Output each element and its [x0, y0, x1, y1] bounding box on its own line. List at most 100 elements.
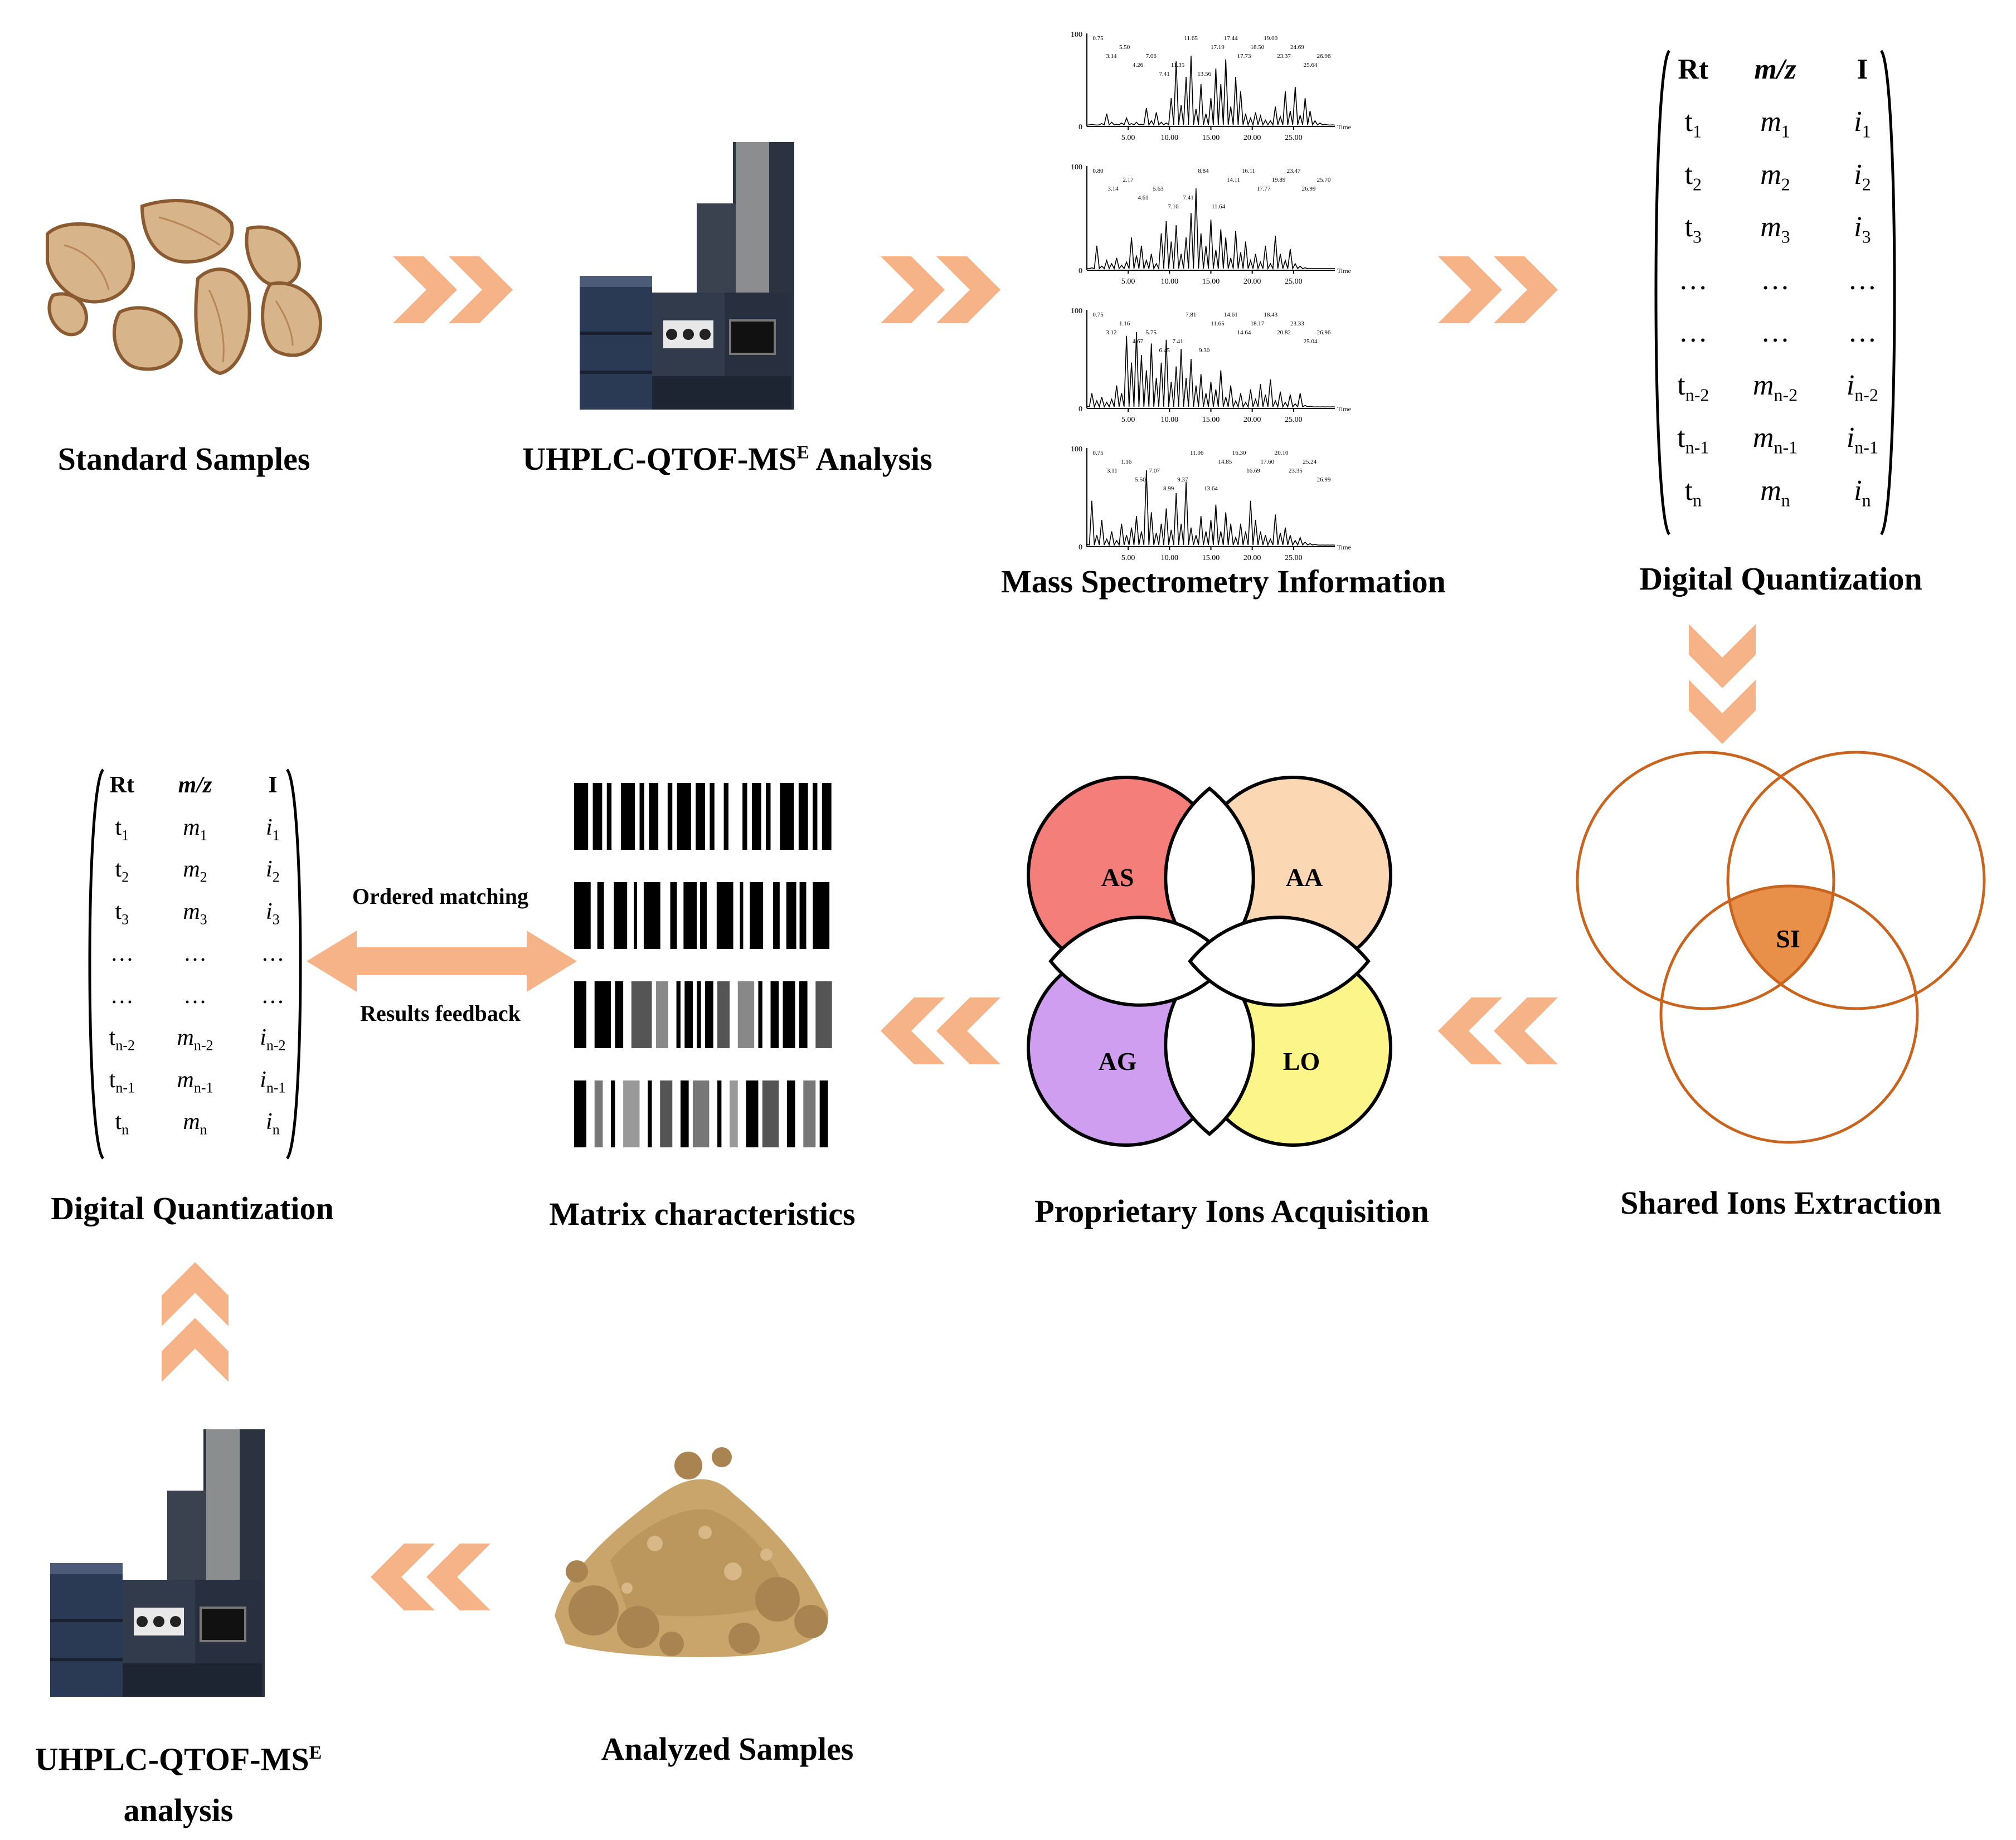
- barcode-bar: [780, 783, 794, 850]
- chrom-x-tick-label: 20.00: [1243, 416, 1261, 424]
- barcode-bar: [723, 783, 728, 850]
- chrom-peak-label: 14.85: [1218, 459, 1232, 465]
- chrom-peak-label: 20.82: [1277, 329, 1291, 336]
- chrom-peak-label: 0.75: [1092, 311, 1104, 318]
- chrom-peak-label: 11.35: [1171, 62, 1185, 69]
- uhplc-label-bottom-line2: analysis: [123, 1792, 234, 1829]
- matrix-cell: mn-1: [1752, 422, 1798, 457]
- barcode-bar: [594, 981, 611, 1048]
- chrom-x-tick-label: 25.00: [1285, 134, 1303, 142]
- matrix-header-1: Rt: [109, 772, 134, 798]
- matrix-cell: tn-2: [1677, 369, 1709, 405]
- barcode-bar: [705, 981, 713, 1048]
- barcode-bar: [798, 783, 808, 850]
- matrix-cell: m1: [1760, 106, 1790, 142]
- matrix-brackets: [88, 768, 302, 1160]
- shared-ions-label-caption: Shared Ions Extraction: [1620, 1185, 1941, 1221]
- arrow-uhplc-to-ms: [881, 256, 1000, 323]
- chrom-peak-label: 1.16: [1121, 459, 1132, 465]
- barcode-bar: [717, 1080, 722, 1147]
- barcode-bar: [819, 1080, 828, 1147]
- chrom-peak-label: 5.63: [1153, 186, 1164, 192]
- matrix-cell: tn-1: [1677, 422, 1709, 457]
- uhplc-label-top-suffix: Analysis: [809, 441, 932, 477]
- chrom-x-tick-label: 25.00: [1285, 554, 1303, 562]
- barcode-bar: [697, 981, 701, 1048]
- barcode-bar: [574, 981, 587, 1048]
- matrix-brackets: [1654, 50, 1896, 536]
- matrix-left-bracket: [88, 768, 105, 1160]
- barcode-bar: [700, 882, 707, 949]
- barcode-bar: [766, 783, 771, 850]
- matrix-cell: i1: [1854, 106, 1871, 142]
- barcode-bar: [655, 981, 668, 1048]
- matrix-header-1: Rt: [1678, 53, 1709, 85]
- uhplc-label-bottom-text: UHPLC-QTOF-MS: [35, 1741, 309, 1778]
- standard-samples-label: Standard Samples: [57, 441, 310, 477]
- matrix-cell: in-2: [260, 1025, 286, 1054]
- matrix-cell: …: [261, 982, 285, 1009]
- barcode-bar: [684, 981, 693, 1048]
- barcode-bar: [683, 882, 697, 949]
- chrom-peak-label: 7.07: [1149, 468, 1160, 474]
- matrix-barcodes: [574, 783, 836, 1147]
- matrix-cell: …: [110, 941, 134, 967]
- chrom-peak-label: 13.64: [1204, 485, 1218, 492]
- chrom-peak-label: 25.64: [1304, 62, 1318, 69]
- matrix-cell: …: [1848, 317, 1877, 349]
- chrom-peak-label: 26.99: [1317, 476, 1331, 483]
- barcode-bar: [773, 882, 780, 949]
- chrom-peak-label: 3.12: [1106, 329, 1116, 336]
- chrom-peak-label: 3.11: [1107, 468, 1118, 474]
- chrom-x-tick-label: 5.00: [1121, 278, 1135, 286]
- barcode-2: [574, 882, 830, 949]
- barcode-bar: [799, 981, 808, 1048]
- digital-quant-label-left: Digital Quantization: [51, 1190, 334, 1226]
- chrom-peak-label: 1.16: [1119, 320, 1130, 327]
- barcode-bar: [574, 1080, 587, 1147]
- matrix-cell: m2: [1760, 158, 1790, 194]
- matrix-right-bracket: [285, 768, 302, 1160]
- matrix-cell: t3: [1684, 211, 1702, 247]
- matrix-cell: i2: [266, 856, 280, 885]
- chrom-y-max-label: 100: [1071, 445, 1082, 454]
- chrom-peak-label: 11.06: [1190, 450, 1204, 456]
- chrom-peak-label: 23.33: [1290, 320, 1304, 327]
- matrix-cell: t1: [115, 814, 129, 843]
- chrom-y-zero-label: 0: [1079, 123, 1082, 132]
- matrix-left-bracket: [1654, 50, 1671, 536]
- proprietary-ions-label: Proprietary Ions Acquisition: [1034, 1193, 1429, 1229]
- results-feedback-label: Results feedback: [360, 1001, 521, 1026]
- chrom-x-tick-label: 15.00: [1202, 416, 1220, 424]
- digital-quant-label-top: Digital Quantization: [1639, 561, 1922, 597]
- analyzed-samples-label: Analyzed Samples: [601, 1731, 854, 1767]
- barcode-bar: [737, 981, 755, 1048]
- chrom-peak-label: 17.60: [1260, 459, 1274, 465]
- chrom-peak-label: 17.77: [1257, 186, 1271, 192]
- matrix-cell: mn-2: [1752, 369, 1798, 405]
- chrom-peak-label: 3.14: [1106, 53, 1117, 60]
- chrom-x-tick-label: 5.00: [1121, 416, 1135, 424]
- arrow-ms-to-quant: [1438, 256, 1558, 323]
- matrix-cell: in: [1854, 474, 1871, 510]
- venn4-overlaps: [1048, 786, 1371, 1136]
- barcode-bar: [799, 882, 807, 949]
- chrom-y-zero-label: 0: [1079, 405, 1082, 413]
- matrix-cell: tn: [1684, 474, 1702, 510]
- chrom-peak-label: 23.35: [1289, 468, 1303, 474]
- chrom-x-tick-label: 20.00: [1243, 134, 1261, 142]
- chrom-peak-label: 14.11: [1227, 177, 1240, 183]
- matrix-cell: …: [1848, 264, 1877, 296]
- chrom-peak-label: 8.99: [1163, 485, 1174, 492]
- chrom-peak-label: 7.10: [1168, 203, 1179, 210]
- barcode-bar: [574, 882, 591, 949]
- matrix-cell: in-1: [1846, 422, 1878, 457]
- barcode-3: [574, 981, 832, 1048]
- chrom-peak-label: 18.50: [1251, 44, 1265, 51]
- matrix-cell: in-1: [260, 1067, 286, 1096]
